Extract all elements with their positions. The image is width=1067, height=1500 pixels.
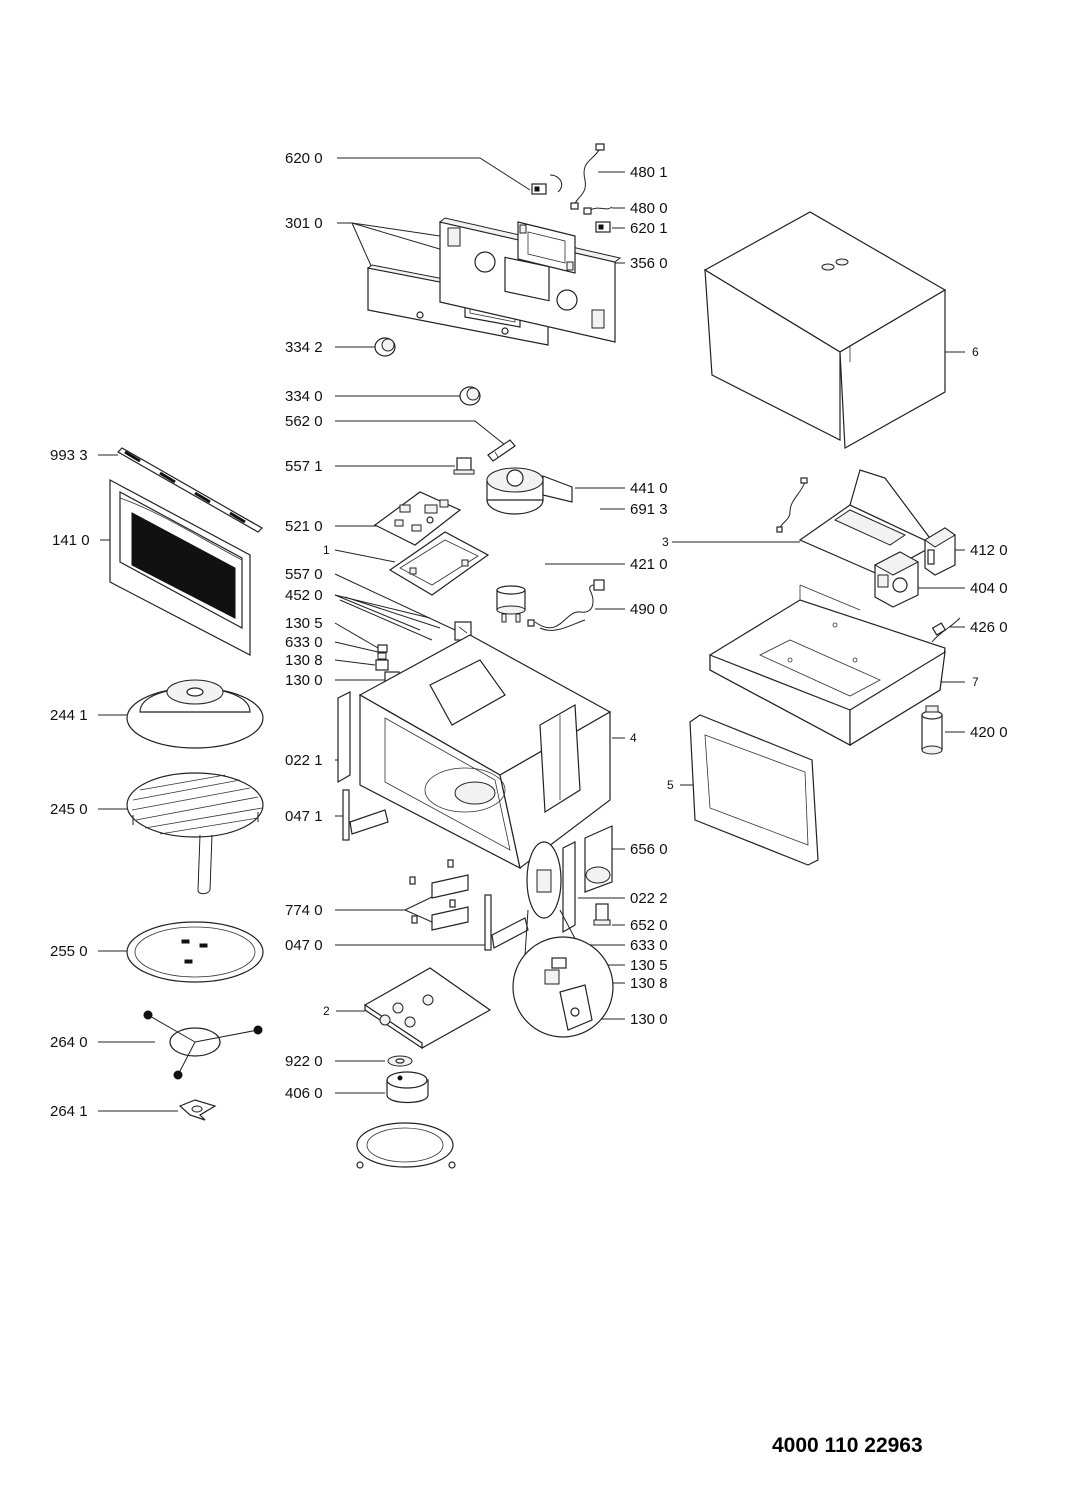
grill-rack-part bbox=[126, 772, 264, 895]
leader-lines bbox=[98, 157, 965, 1112]
callout-652-0: 652 0 bbox=[630, 917, 668, 934]
callout-452-0: 452 0 bbox=[285, 587, 323, 604]
switch-part bbox=[454, 621, 472, 641]
turntable-cover-part bbox=[126, 679, 264, 749]
coupler-part bbox=[178, 1099, 217, 1121]
callout-557-0: 557 0 bbox=[285, 566, 323, 583]
control-panel-part bbox=[366, 217, 622, 346]
power-cord-part bbox=[527, 579, 605, 631]
callout-620-1: 620 1 bbox=[630, 220, 668, 237]
callout-421-0: 421 0 bbox=[630, 556, 668, 573]
bottom-plate-part bbox=[363, 967, 492, 1050]
detail-magnifier bbox=[512, 841, 614, 1038]
callout-620-0: 620 0 bbox=[285, 150, 323, 167]
fan-motor-part bbox=[486, 467, 573, 515]
callout-1: 1 bbox=[323, 543, 330, 557]
callout-420-0: 420 0 bbox=[970, 724, 1008, 741]
wiring-harness-part bbox=[531, 143, 613, 233]
callout-562-0: 562 0 bbox=[285, 413, 323, 430]
door-part bbox=[109, 478, 251, 656]
callout-022-2: 022 2 bbox=[630, 890, 668, 907]
callout-022-1: 022 1 bbox=[285, 752, 323, 769]
callout-130-5-right: 130 5 bbox=[630, 957, 668, 974]
oven-cavity-part bbox=[358, 634, 612, 870]
parts bbox=[109, 143, 961, 1169]
latch-part bbox=[584, 825, 613, 893]
callout-141-0: 141 0 bbox=[52, 532, 90, 549]
callout-245-0: 245 0 bbox=[50, 801, 88, 818]
door-trim-part bbox=[117, 447, 263, 533]
callout-130-5-left: 130 5 bbox=[285, 615, 323, 632]
thermostat-part bbox=[453, 439, 516, 475]
bottom-ring-part bbox=[356, 1122, 456, 1169]
callout-922-0: 922 0 bbox=[285, 1053, 323, 1070]
callout-264-1: 264 1 bbox=[50, 1103, 88, 1120]
callout-3: 3 bbox=[662, 535, 669, 549]
callout-5: 5 bbox=[667, 778, 674, 792]
magnetron-part bbox=[873, 551, 920, 608]
callout-480-1: 480 1 bbox=[630, 164, 668, 181]
callout-521-0: 521 0 bbox=[285, 518, 323, 535]
callout-130-8-left: 130 8 bbox=[285, 652, 323, 669]
hv-capacitor-part bbox=[921, 705, 943, 755]
callout-130-0-left: 130 0 bbox=[285, 672, 323, 689]
callout-255-0: 255 0 bbox=[50, 943, 88, 960]
outer-cabinet-part bbox=[703, 211, 947, 449]
callout-490-0: 490 0 bbox=[630, 601, 668, 618]
transformer-part bbox=[924, 527, 956, 576]
capacitor-part bbox=[496, 585, 526, 623]
base-plate-part bbox=[709, 584, 946, 747]
callout-334-0: 334 0 bbox=[285, 388, 323, 405]
callout-334-2: 334 2 bbox=[285, 339, 323, 356]
callout-301-0: 301 0 bbox=[285, 215, 323, 232]
side-panel-part bbox=[337, 691, 576, 934]
callout-047-0: 047 0 bbox=[285, 937, 323, 954]
hinge-part bbox=[342, 789, 529, 951]
callout-406-0: 406 0 bbox=[285, 1085, 323, 1102]
turntable-glass-part bbox=[126, 921, 264, 983]
callout-426-0: 426 0 bbox=[970, 619, 1008, 636]
callout-2: 2 bbox=[323, 1004, 330, 1018]
knob-part bbox=[374, 337, 481, 406]
turntable-motor-part bbox=[386, 1055, 429, 1104]
callout-047-1: 047 1 bbox=[285, 808, 323, 825]
callout-130-0-right: 130 0 bbox=[630, 1011, 668, 1028]
callout-labels: 620 0 480 1 480 0 301 0 620 1 356 0 334 … bbox=[50, 150, 1008, 1120]
callout-244-1: 244 1 bbox=[50, 707, 88, 724]
screw-plate-part bbox=[409, 859, 469, 931]
callout-656-0: 656 0 bbox=[630, 841, 668, 858]
sensor-part bbox=[593, 903, 611, 926]
callout-130-8-right: 130 8 bbox=[630, 975, 668, 992]
callout-7: 7 bbox=[972, 675, 979, 689]
callout-633-0-right: 633 0 bbox=[630, 937, 668, 954]
door-frame-part bbox=[689, 714, 819, 866]
thermal-fuse-part bbox=[931, 617, 961, 643]
callout-691-3: 691 3 bbox=[630, 501, 668, 518]
roller-ring-part bbox=[143, 1010, 263, 1080]
callout-356-0: 356 0 bbox=[630, 255, 668, 272]
callout-412-0: 412 0 bbox=[970, 542, 1008, 559]
callout-404-0: 404 0 bbox=[970, 580, 1008, 597]
control-board-part bbox=[373, 491, 462, 546]
document-number: 4000 110 22963 bbox=[772, 1434, 923, 1457]
callout-774-0: 774 0 bbox=[285, 902, 323, 919]
rod-part bbox=[339, 596, 441, 641]
callout-264-0: 264 0 bbox=[50, 1034, 88, 1051]
callout-4: 4 bbox=[630, 731, 637, 745]
air-duct-part bbox=[798, 469, 937, 576]
wire-part bbox=[776, 477, 808, 533]
callout-633-0-left: 633 0 bbox=[285, 634, 323, 651]
callout-480-0: 480 0 bbox=[630, 200, 668, 217]
callout-557-1: 557 1 bbox=[285, 458, 323, 475]
callout-993-3: 993 3 bbox=[50, 447, 88, 464]
callout-6: 6 bbox=[972, 345, 979, 359]
pcb-bracket-part bbox=[388, 531, 490, 596]
callout-441-0: 441 0 bbox=[630, 480, 668, 497]
